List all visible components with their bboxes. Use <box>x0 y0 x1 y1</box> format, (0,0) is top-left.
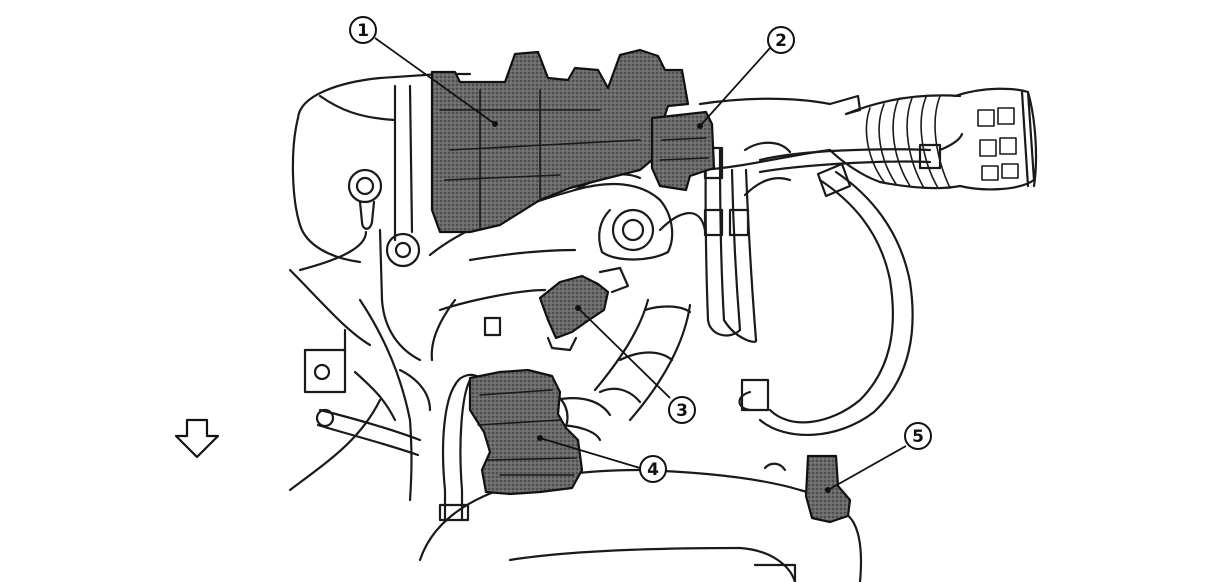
intake-manifold-outline <box>418 173 863 582</box>
engine-outline <box>288 72 472 502</box>
part-3-shape <box>538 266 630 352</box>
callout-1: 1 <box>349 16 377 44</box>
callout-2: 2 <box>767 26 795 54</box>
corrugated-duct <box>844 94 962 190</box>
callout-4-number: 4 <box>647 460 659 480</box>
callout-3: 3 <box>668 396 696 424</box>
callout-3-number: 3 <box>676 401 688 421</box>
callout-5: 5 <box>904 422 932 450</box>
callout-2-number: 2 <box>775 31 787 51</box>
down-arrow-icon <box>174 418 220 459</box>
part-1-shape <box>430 48 690 234</box>
callout-1-number: 1 <box>357 21 369 41</box>
callout-5-number: 5 <box>912 427 924 447</box>
callout-4: 4 <box>639 455 667 483</box>
leader-lines <box>374 37 907 493</box>
part-4-shape <box>468 368 584 496</box>
